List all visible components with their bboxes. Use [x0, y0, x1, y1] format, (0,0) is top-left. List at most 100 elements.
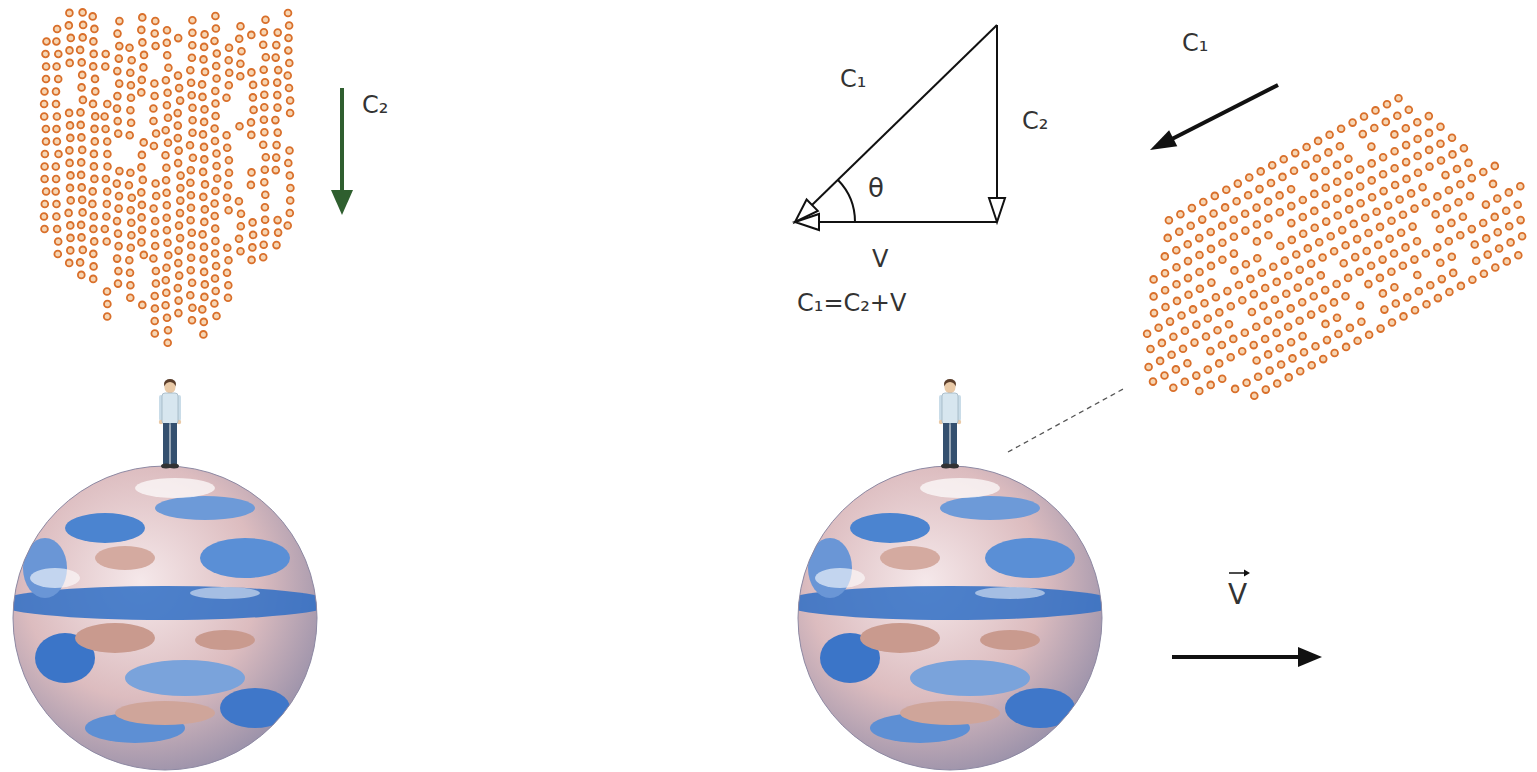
rain-drop [1422, 250, 1429, 257]
rain-drop [286, 85, 293, 92]
rain-drop [273, 42, 280, 49]
rain-drop [1180, 345, 1187, 352]
rain-drop [1224, 288, 1231, 295]
rain-drop [78, 272, 85, 279]
rain-drop [260, 66, 267, 73]
rain-drop [1150, 293, 1157, 300]
rain-drop [1442, 172, 1449, 179]
vector-arrow [819, 221, 997, 223]
rain-drop [188, 204, 195, 211]
rain-drop [201, 269, 208, 276]
rain-drop [1334, 162, 1341, 169]
rain-drop [1411, 256, 1418, 263]
rain-drop [152, 218, 159, 225]
angle-label: θ [868, 174, 884, 203]
rain-drop [114, 105, 121, 112]
rain-drop [150, 118, 157, 125]
rain-drop [1454, 166, 1461, 173]
rain-drop [286, 60, 293, 67]
rain-drop [90, 101, 97, 108]
rain-drop [226, 157, 233, 164]
rain-drop [225, 282, 232, 289]
rain-drop [1320, 356, 1327, 363]
rain-drop [1191, 339, 1198, 346]
rain-drop [1322, 321, 1329, 328]
rain-drop [163, 264, 170, 271]
rain-drop [1356, 268, 1363, 275]
rain-drop [127, 294, 134, 301]
rain-drop [189, 279, 196, 286]
rain-drop [140, 64, 147, 71]
rain-drop [1437, 123, 1444, 130]
rain-drop [138, 77, 145, 84]
rain-drop [226, 69, 233, 76]
rain-drop [138, 239, 145, 246]
rain-drop [43, 63, 50, 70]
rain-drop [1391, 148, 1398, 155]
rain-drop [188, 242, 195, 249]
earth-rim [798, 466, 1102, 770]
rain-drop [1458, 283, 1465, 290]
rain-drop [139, 152, 146, 159]
rain-drop [140, 252, 147, 259]
rain-drop [211, 300, 218, 307]
rain-drop [1391, 284, 1398, 291]
rain-drop [1396, 196, 1403, 203]
rain-drop [1214, 327, 1221, 334]
rain-drop [90, 51, 97, 58]
rain-drop [163, 202, 170, 209]
rain-drop [90, 276, 97, 283]
rain-drop [213, 50, 220, 57]
rain-drop [1312, 343, 1319, 350]
vector-label: C₂ [1022, 108, 1048, 134]
rain-drop [1400, 262, 1407, 269]
rain-drop [1402, 244, 1409, 251]
rain-drop [1193, 321, 1200, 328]
rain-drop [1173, 366, 1180, 373]
rain-drop [284, 222, 291, 229]
rain-drop [138, 27, 145, 34]
rain-drop [287, 97, 294, 104]
velocity-label: C₂ [362, 92, 388, 118]
rain-drop [1242, 227, 1249, 234]
rain-drop [212, 13, 219, 20]
rain-drop [189, 17, 196, 24]
rain-drop [1281, 257, 1288, 264]
rain-drop [128, 219, 135, 226]
rain-drop [41, 101, 48, 108]
rain-drop [1234, 180, 1241, 187]
rain-drop [187, 292, 194, 299]
rain-drop [1168, 351, 1175, 358]
rain-drop [1207, 382, 1214, 389]
earth-rim [13, 466, 317, 770]
rain-drop [115, 230, 122, 237]
rain-drop [1338, 125, 1345, 132]
rain-drop [248, 132, 255, 139]
rain-drop [1260, 303, 1267, 310]
rain-drop [1469, 276, 1476, 283]
rain-drop [90, 251, 97, 258]
rain-drop [1308, 311, 1315, 318]
rain-drop [1231, 267, 1238, 274]
rain-drop [53, 88, 60, 95]
rain-drop [153, 193, 160, 200]
rain-drop [1265, 215, 1272, 222]
rain-drop [224, 144, 231, 151]
rain-drop [1326, 131, 1333, 138]
rain-drop [1365, 281, 1372, 288]
rain-drop [1254, 221, 1261, 228]
rain-drop [78, 172, 85, 179]
rain-drop [1239, 297, 1246, 304]
rain-drop [213, 63, 220, 70]
rain-drop [1398, 229, 1405, 236]
rain-drop [116, 193, 123, 200]
rain-drop [1371, 125, 1378, 132]
rain-drop [1403, 176, 1410, 183]
rain-drop [1241, 329, 1248, 336]
earth-surface [780, 478, 1120, 743]
rain-drop [1266, 367, 1273, 374]
rain-drop [1201, 300, 1208, 307]
rain-drop [248, 119, 255, 126]
rain-drop [1150, 276, 1157, 283]
rain-drop [1515, 252, 1522, 259]
